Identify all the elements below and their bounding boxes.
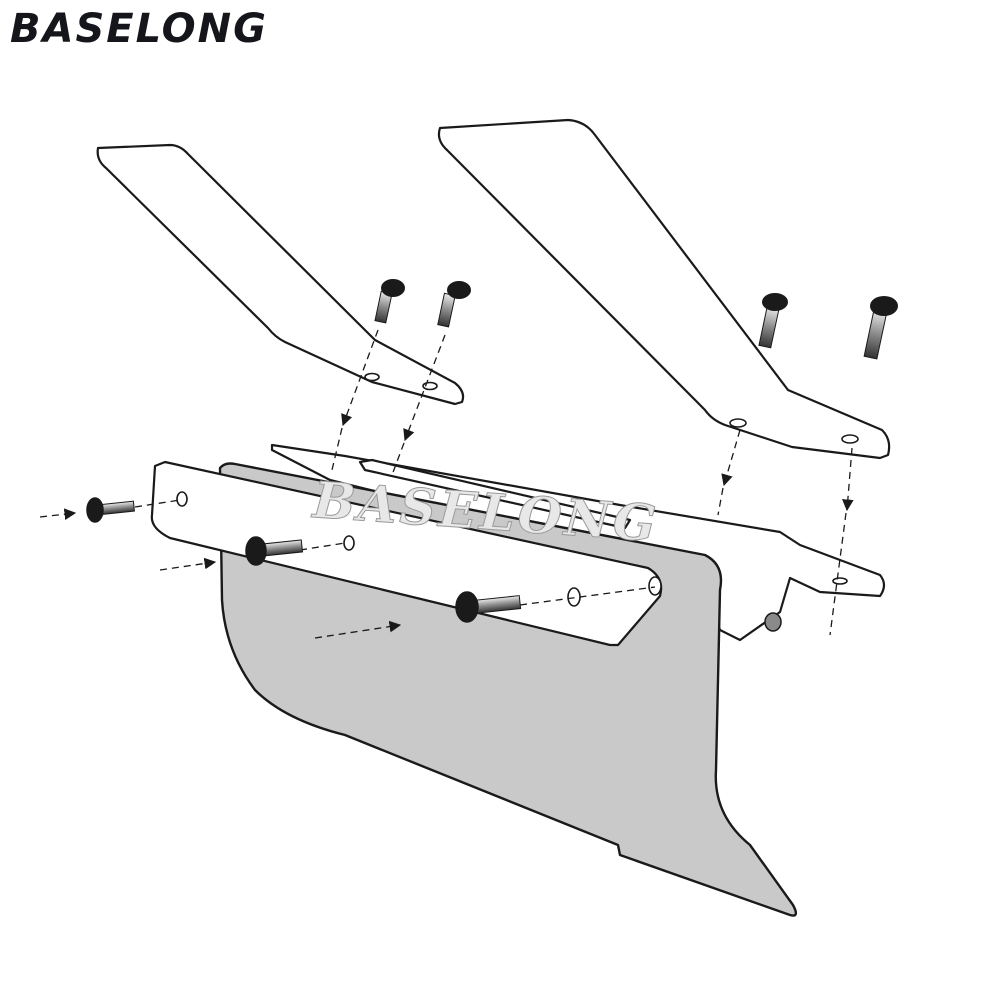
bolt-icon [863, 296, 898, 360]
left-arm-bracket [96, 143, 465, 406]
arm-hole [364, 372, 380, 382]
guide-line [134, 499, 181, 508]
nut-icon [764, 612, 782, 632]
bolt-icon [437, 281, 471, 328]
guide-arrow [159, 557, 217, 571]
guide-arrow [39, 508, 77, 521]
guide-line [519, 586, 656, 606]
bolt-icon [86, 497, 135, 523]
guide-arrow [314, 620, 402, 639]
guide-line [391, 442, 405, 476]
arm-hole [729, 418, 747, 428]
bolt-icon [455, 591, 522, 623]
front-strip [150, 460, 663, 647]
bolt-icon [245, 536, 304, 566]
guide-line [299, 542, 346, 551]
bracket-slot [358, 458, 632, 530]
guide-arrow [403, 334, 446, 442]
guide-arrow [721, 429, 741, 487]
right-arm-bracket [437, 118, 891, 460]
guide-line [829, 512, 847, 636]
bolt-icon [758, 293, 788, 349]
guide-arrow [341, 329, 379, 427]
bracket-hole [832, 577, 848, 585]
strip-hole [343, 535, 355, 551]
guide-line [717, 487, 724, 516]
strip-hole [176, 491, 188, 507]
guide-arrow [842, 447, 854, 512]
main-mount-bracket [270, 443, 886, 642]
strip-hole [648, 576, 662, 596]
brand-logo: BASELONG [10, 6, 268, 52]
arm-hole [841, 434, 859, 444]
strip-hole [567, 587, 581, 607]
bolt-icon [374, 279, 405, 324]
